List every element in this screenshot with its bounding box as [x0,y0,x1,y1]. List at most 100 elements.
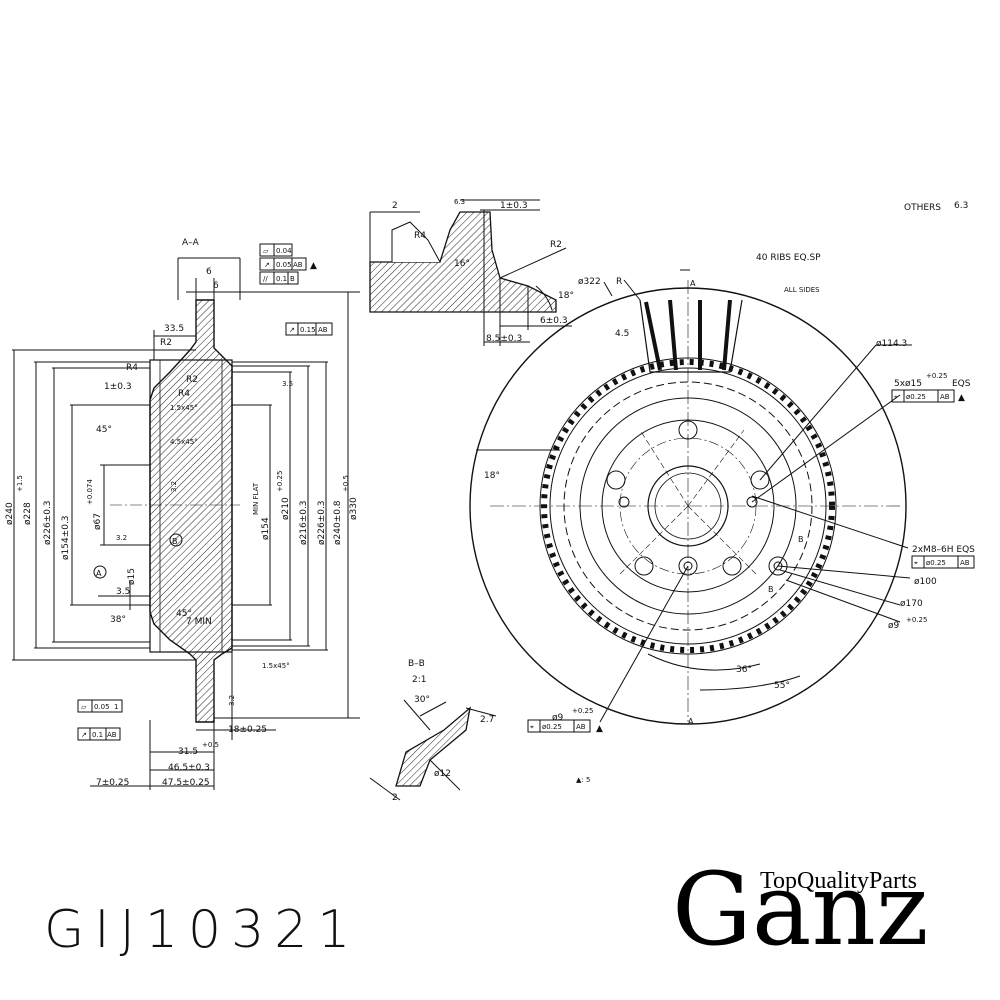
fv-dim-9: ø9 [888,621,900,631]
tol-flat2-value: 0.05 [94,703,110,711]
svg-text:↗: ↗ [264,261,270,269]
tolerance-frames-left: ⏥ 0.04 ↗ 0.05 AB ▲ // 0.1 B ↗ 0.15 AB ⏥ … [77,243,333,741]
dim-d330: ø330 [349,497,359,520]
tol-parallel-value: 0.1 [276,275,287,283]
brand-name: Ganz [672,851,929,968]
dim-r4a: R4 [126,363,138,373]
top-dim-r2: R2 [550,240,562,250]
bb-dim-2: 2 [392,793,398,803]
dim-t315-tol: +0.5 [202,741,219,749]
dim-d240b: ø240±0.8 [333,500,343,545]
dim-t315: 31.5 [178,747,198,757]
fv-dim-1143: ø114.3 [876,339,907,349]
section-bb-scale: 2:1 [412,675,426,685]
bolt-hole-4 [634,556,654,576]
fv-dim-m8: 2xM8–6H EQS [912,545,975,555]
dim-w6a: 6 [206,267,212,277]
dim-r2b: R2 [186,375,198,385]
section-bb-text: B–B 2:1 30° 2.7 ø12 2 [392,659,494,803]
dim-s32b: 3.2 [170,481,178,492]
fv-dim-170: ø170 [900,599,923,609]
tol-runout-ref: AB [293,261,303,269]
bb-hatch [395,706,471,787]
tol-runout2-value: 0.1 [92,731,103,739]
svg-text:⏥: ⏥ [81,703,87,711]
thread-hole-1 [618,496,630,508]
section-bb-label: B–B [408,659,425,669]
dim-d210-tol: +0.25 [276,471,284,492]
fv-dim-r: R [616,277,622,287]
svg-text:▲: ▲ [310,261,317,271]
top-dim-18: 18° [558,291,574,301]
section-marker-b-1: B [798,535,804,544]
rib-detail-text: 2 1±0.3 R4 R2 16° 18° 6±0.3 8.5±0.3 6.3 [392,198,574,344]
svg-text://: // [263,275,268,283]
section-aa-text: ø240 ø228 +1.5 ø226±0.3 ø154±0.3 ø67 +0.… [5,267,359,788]
bolt-hole-5 [606,470,626,490]
datum-b-circle [169,533,183,547]
tol-face-runout [285,322,333,336]
svg-text:⌖: ⌖ [530,723,534,731]
thread-hole-2 [746,496,758,508]
dim-d15: ø15 [127,568,137,585]
label-others: OTHERS [904,203,941,213]
dim-ch1: 1.5x45° [170,404,198,412]
marker-a: A [96,569,102,578]
tol-runout [259,257,307,271]
label-ribs: 40 RIBS EQ.SP [756,253,821,263]
svg-text:▲: ▲ [958,393,965,403]
fv-dim-9-tol: +0.25 [906,616,927,624]
label-roughness-note: ▲: 5 [576,776,590,784]
dim-t465: 46.5±0.3 [168,763,210,773]
bb-dim-30: 30° [414,695,430,705]
dim-d216: ø216±0.3 [299,500,309,545]
part-number: GIJ10321 [44,900,361,960]
svg-text:▲: ▲ [596,724,603,734]
rib-section-hatch [369,211,557,313]
tol-flat2-ref: 1 [114,703,118,711]
section-bb-view [369,699,497,801]
dim-t475: 47.5±0.25 [162,778,210,788]
dim-r4b: R4 [178,389,190,399]
top-dim-6: 6±0.3 [540,316,568,326]
fv-dim-15-tol: +0.25 [926,372,947,380]
top-dim-85: 8.5±0.3 [486,334,522,344]
dim-s35: 3.5 [282,380,293,388]
fv-dim-100: ø100 [914,577,937,587]
dim-d226: ø226±0.3 [43,500,53,545]
tol-pos3-value: ø0.25 [542,723,562,731]
fv-dim-9b: ø9 [552,713,564,723]
dim-t18: 18±0.25 [228,725,267,735]
svg-text:↗: ↗ [289,326,295,334]
dim-w6b: 6 [213,281,219,291]
dim-r2a: R2 [160,338,172,348]
tol-runout2-ref: AB [107,731,117,739]
fv-dim-eqs: EQS [952,379,971,389]
dim-w335: 33.5 [164,324,184,334]
fv-dim-45: 4.5 [615,329,629,339]
tol-face-ref: AB [318,326,328,334]
fv-dim-322: ø322 [578,277,601,287]
section-aa-label: A–A [182,238,200,248]
rib-cutaway [639,299,743,373]
top-dim-16: 16° [454,259,470,269]
tol-face-value: 0.15 [300,326,316,334]
tol-runout-2 [77,727,121,741]
front-view [469,269,912,725]
tol-flatness [259,243,293,257]
label-all-sides: ALL SIDES [784,286,820,294]
marker-b: B [172,537,178,546]
dim-d154b: ø154 [261,517,271,540]
bolt-hole-2 [750,470,770,490]
tol-pos1-ref: AB [940,393,950,401]
bolt-hole-3 [722,556,742,576]
tol-flatness-2 [77,699,123,713]
top-dim-2: 2 [392,201,398,211]
top-dim-r4: R4 [414,231,426,241]
dim-a45: 45° [96,425,112,435]
datum-a-circle [93,565,107,579]
section-marker-b-2: B [768,585,774,594]
fv-dim-55: 55° [774,681,790,691]
svg-text:↗: ↗ [81,731,87,739]
